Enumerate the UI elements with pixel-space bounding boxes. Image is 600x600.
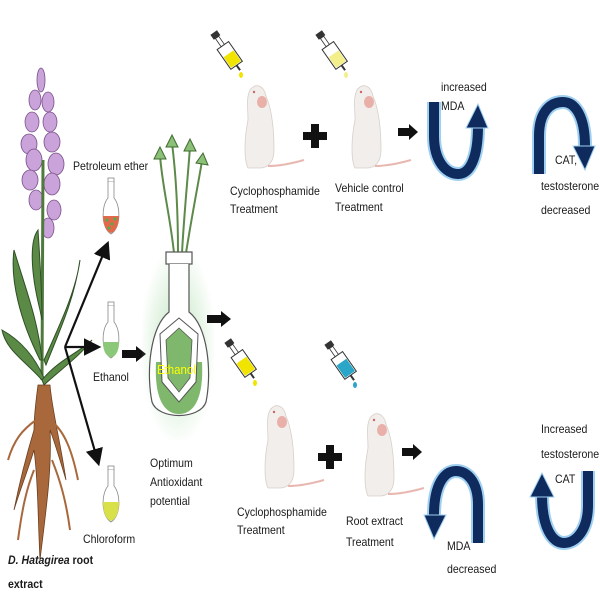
flask-inner-label: Ethanol: [157, 362, 196, 377]
rat-cyclophosphamide-group2: [264, 405, 325, 489]
group2-treatment-a-line2: Treatment: [237, 523, 285, 537]
group1-outcome2-line1: CAT,: [555, 153, 578, 167]
group2-treatment-a-line1: Cyclophosphamide: [237, 505, 327, 519]
group1-treatment-b-line2: Treatment: [335, 200, 383, 214]
extraction-branch-arrows: [63, 240, 111, 467]
syringe-cyclophosphamide-group2: [224, 338, 258, 386]
arrow-ethanol-to-flask: [122, 346, 146, 362]
group1-outcome1-line1: increased: [441, 80, 487, 94]
group1-outcome2-line3: decreased: [541, 203, 591, 217]
group2-outcome1-line1: MDA: [447, 539, 471, 553]
flask-petroleum-ether: [102, 177, 120, 235]
plus-icon-group1: [303, 124, 327, 148]
group2-outcome1-line2: decreased: [447, 562, 497, 576]
plus-icon-group2: [318, 445, 342, 469]
solvent-label-ethanol: Ethanol: [93, 370, 129, 384]
extraction-flask: [148, 251, 210, 416]
group1-outcome1-line2: MDA: [441, 99, 465, 113]
arrow-to-petroleum-ether: [63, 240, 111, 348]
rat-vehicle-group1: [351, 85, 412, 169]
group2-outcome2-line3: CAT: [555, 472, 576, 486]
flower-spike: [20, 67, 65, 239]
species-suffix: root: [69, 553, 94, 567]
flask-caption-line-2: Antioxidant: [150, 475, 203, 489]
plant-illustration: [1, 67, 93, 561]
group1-treatment-a-line2: Treatment: [230, 202, 278, 216]
increase-arrow-icon-mda-group1: [427, 102, 489, 182]
group2-outcome2-line1: Increased: [541, 422, 588, 436]
vapor-arrows: [153, 133, 209, 254]
rat-cyclophosphamide-group1: [244, 85, 305, 169]
flask-chloroform: [102, 465, 120, 523]
group1-treatment-b-line1: Vehicle control: [335, 181, 404, 195]
leaves: [1, 228, 93, 386]
plant-extract-label: extract: [8, 577, 43, 591]
group1-treatment-a-line1: Cyclophosphamide: [230, 184, 320, 198]
solvent-label-chloroform: Chloroform: [83, 532, 136, 546]
root: [7, 384, 79, 561]
flask-ethanol: [102, 301, 120, 359]
syringe-vehicle-group1: [315, 30, 349, 78]
flask-caption-line-3: potential: [150, 494, 190, 508]
arrow-to-chloroform: [63, 346, 103, 467]
group2-treatment-b-line2: Treatment: [346, 535, 394, 549]
rat-root-extract-group2: [364, 413, 425, 497]
decrease-arrow-icon-mda-group2: [423, 463, 485, 543]
solvent-label-petroleum-ether: Petroleum ether: [73, 159, 149, 173]
arrow-group2-to-outcome: [402, 444, 422, 460]
group2-treatment-b-line1: Root extract: [346, 514, 403, 528]
syringe-cyclophosphamide-group1: [210, 30, 244, 78]
decrease-arrow-icon-cat-testosterone-group1: [532, 94, 596, 174]
group1-outcome2-line2: testosterone: [541, 179, 600, 193]
flask-caption-line-1: Optimum: [150, 456, 193, 470]
species-name: D. Hatagirea: [8, 553, 70, 567]
group2-outcome2-line2: testosterone: [541, 447, 600, 461]
arrow-group1-to-outcome: [398, 124, 418, 140]
syringe-root-extract-group2: [324, 340, 358, 388]
arrow-flask-to-groups: [207, 311, 231, 327]
increase-arrow-icon-testosterone-cat-group2: [529, 471, 595, 551]
plant-species-label: D. Hatagirea root: [8, 552, 93, 569]
